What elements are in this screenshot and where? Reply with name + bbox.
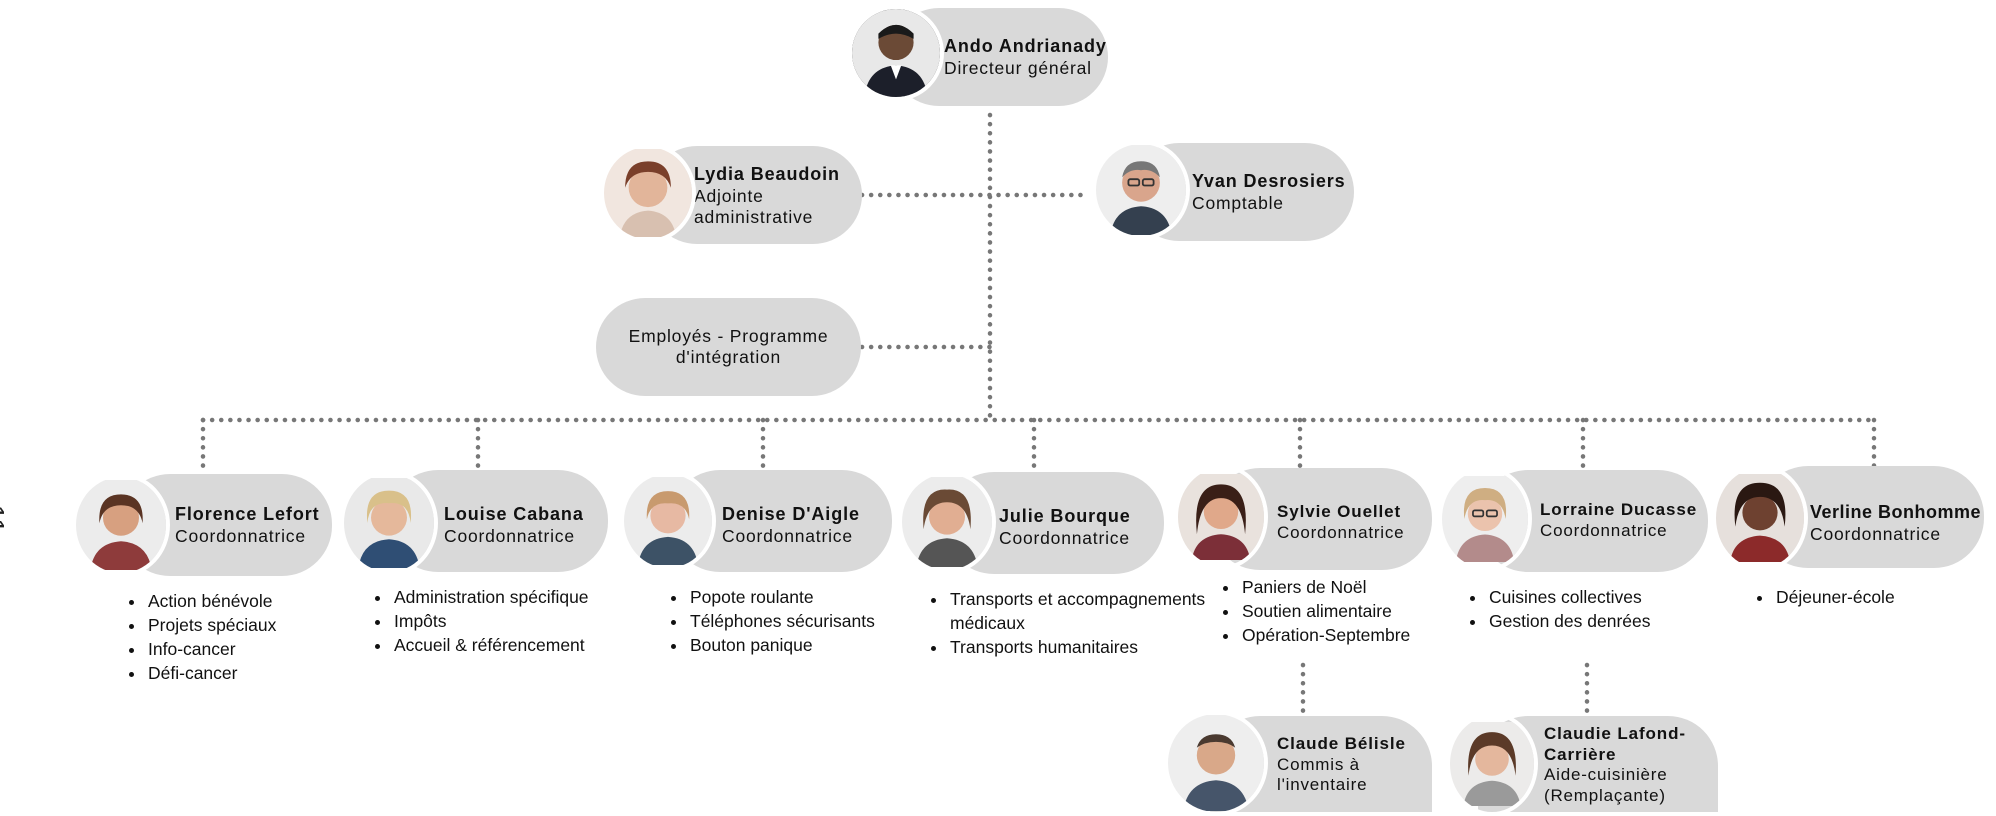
duty-item: Cuisines collectives xyxy=(1487,585,1651,609)
duty-item: Gestion des denrées xyxy=(1487,609,1651,633)
duties-list: Cuisines collectives Gestion des denrées xyxy=(1465,585,1651,633)
coordinator-name: Lorraine Ducasse xyxy=(1540,500,1698,519)
duty-item: Accueil & référencement xyxy=(392,633,589,657)
staff-photo-icon xyxy=(1446,712,1538,816)
duties-list: Administration spécifique Impôts Accueil… xyxy=(370,585,589,657)
coordinator-role: Coordonnatrice xyxy=(1540,520,1668,540)
coordinator-photo-icon xyxy=(1712,464,1808,572)
duty-item: Soutien alimentaire xyxy=(1240,599,1410,623)
duties-list: Transports et accompagnements médicaux T… xyxy=(926,587,1210,659)
coordinator-role: Coordonnatrice xyxy=(175,525,306,546)
duty-item: Action bénévole xyxy=(146,589,276,613)
coordinator-role: Coordonnatrice xyxy=(999,527,1130,548)
duty-item: Transports et accompagnements médicaux xyxy=(948,587,1210,635)
duty-item: Projets spéciaux xyxy=(146,613,276,637)
page-number: 11 xyxy=(0,505,10,534)
coordinator-photo-icon xyxy=(1438,466,1532,572)
coordinator-role: Coordonnatrice xyxy=(1277,522,1405,542)
integration-group-box: Employés - Programme d'intégration xyxy=(596,298,861,396)
coordinator-photo-icon xyxy=(898,470,996,574)
assistant-role: Comptable xyxy=(1192,192,1284,213)
duty-item: Impôts xyxy=(392,609,589,633)
assistant-name: Yvan Desrosiers xyxy=(1192,171,1346,191)
duty-item: Paniers de Noël xyxy=(1240,575,1410,599)
duties-list: Paniers de Noël Soutien alimentaire Opér… xyxy=(1218,575,1410,647)
staff-name: Claudie Lafond-Carrière xyxy=(1544,724,1686,764)
director-role: Directeur général xyxy=(944,57,1092,78)
duty-item: Déjeuner-école xyxy=(1774,585,1895,609)
staff-role: Commis à l'inventaire xyxy=(1277,754,1368,795)
assistant-role: Adjointe administrative xyxy=(694,185,814,228)
duty-item: Administration spécifique xyxy=(392,585,589,609)
duties-list: Action bénévole Projets spéciaux Info-ca… xyxy=(124,589,276,685)
integration-group-label: Employés - Programme d'intégration xyxy=(628,326,829,367)
assistant-card-lydia: Lydia Beaudoin Adjointe administrative xyxy=(648,146,862,244)
duty-item: Bouton panique xyxy=(688,633,875,657)
duty-item: Info-cancer xyxy=(146,637,276,661)
coordinator-role: Coordonnatrice xyxy=(444,525,575,546)
coordinator-photo-icon xyxy=(72,473,170,577)
duties-list: Déjeuner-école xyxy=(1752,585,1895,609)
duty-item: Téléphones sécurisants xyxy=(688,609,875,633)
duty-item: Défi-cancer xyxy=(146,661,276,685)
duty-item: Opération-Septembre xyxy=(1240,623,1410,647)
duty-item: Popote roulante xyxy=(688,585,875,609)
assistant-photo-icon xyxy=(1092,140,1190,240)
director-photo-icon xyxy=(848,5,944,101)
assistant-photo-icon xyxy=(600,143,696,243)
staff-role: Aide-cuisinière (Remplaçante) xyxy=(1544,765,1668,806)
assistant-name: Lydia Beaudoin xyxy=(694,164,840,184)
duties-list: Popote roulante Téléphones sécurisants B… xyxy=(666,585,875,657)
coordinator-name: Louise Cabana xyxy=(444,504,584,524)
coordinator-name: Denise D'Aigle xyxy=(722,504,860,524)
coordinator-photo-icon xyxy=(340,470,438,576)
coordinator-name: Julie Bourque xyxy=(999,506,1131,526)
coordinator-name: Sylvie Ouellet xyxy=(1277,502,1402,521)
coordinator-name: Florence Lefort xyxy=(175,504,320,524)
duty-item: Transports humanitaires xyxy=(948,635,1210,659)
coordinator-name: Verline Bonhomme xyxy=(1810,502,1982,522)
coordinator-photo-icon xyxy=(1174,464,1268,570)
coordinator-role: Coordonnatrice xyxy=(722,525,853,546)
staff-name: Claude Bélisle xyxy=(1277,734,1406,753)
director-name: Ando Andrianady xyxy=(944,36,1107,56)
coordinator-role: Coordonnatrice xyxy=(1810,523,1941,544)
staff-photo-icon xyxy=(1164,710,1268,816)
coordinator-photo-icon xyxy=(620,470,716,572)
